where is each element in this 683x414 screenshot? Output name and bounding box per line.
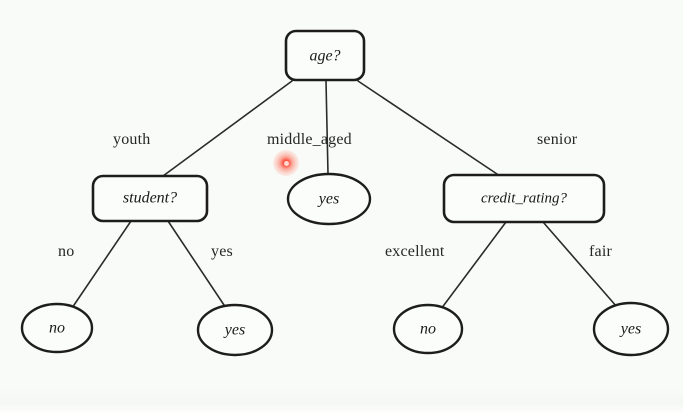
- node-leaf-middle-yes-shape: [286, 172, 372, 226]
- edge-label-middle-aged: middle_aged: [267, 131, 352, 148]
- edge-label-senior: senior: [537, 131, 578, 148]
- edge-credit-to-leaf-yes: [542, 221, 618, 308]
- edge-label-no-left: no: [58, 243, 75, 260]
- edge-root-to-leaf-middle: [325, 80, 329, 175]
- node-leaf-middle-yes[interactable]: yes: [286, 172, 372, 226]
- node-leaf-credit-yes-label: yes: [619, 321, 641, 338]
- node-credit-rating-shape: [442, 173, 606, 224]
- node-leaf-credit-yes-shape: [592, 301, 670, 357]
- node-leaf-middle-yes-label: yes: [317, 191, 339, 208]
- edge-label-excellent: excellent: [385, 243, 445, 260]
- edge-student-to-leaf-yes: [167, 220, 227, 309]
- edge-root-to-credit-rating: [357, 80, 501, 177]
- node-leaf-credit-no-shape: [392, 303, 464, 355]
- node-leaf-student-no-shape: [20, 302, 94, 354]
- node-leaf-credit-no-label: no: [420, 321, 436, 338]
- edge-label-yes-left: yes: [211, 243, 233, 260]
- node-student-shape: [91, 174, 209, 223]
- edge-label-youth: youth: [113, 131, 151, 148]
- node-leaf-student-no[interactable]: no: [20, 302, 94, 354]
- node-leaf-student-yes-shape: [196, 303, 274, 357]
- edge-credit-to-leaf-no: [440, 221, 507, 310]
- node-age[interactable]: age?: [284, 29, 366, 82]
- node-age-shape: [284, 29, 366, 82]
- node-student-label: student?: [123, 190, 177, 207]
- node-student[interactable]: student?: [91, 174, 209, 223]
- edge-root-to-student: [162, 80, 293, 177]
- node-leaf-credit-no[interactable]: no: [392, 303, 464, 355]
- node-leaf-student-yes-label: yes: [223, 322, 245, 339]
- node-leaf-credit-yes[interactable]: yes: [592, 301, 670, 357]
- node-credit-rating[interactable]: credit_rating?: [442, 173, 606, 224]
- node-leaf-student-no-label: no: [49, 320, 65, 337]
- node-age-label: age?: [309, 48, 340, 65]
- edge-student-to-leaf-no: [71, 220, 132, 309]
- node-leaf-student-yes[interactable]: yes: [196, 303, 274, 357]
- edge-label-fair: fair: [589, 243, 613, 260]
- node-credit-rating-label: credit_rating?: [481, 190, 568, 206]
